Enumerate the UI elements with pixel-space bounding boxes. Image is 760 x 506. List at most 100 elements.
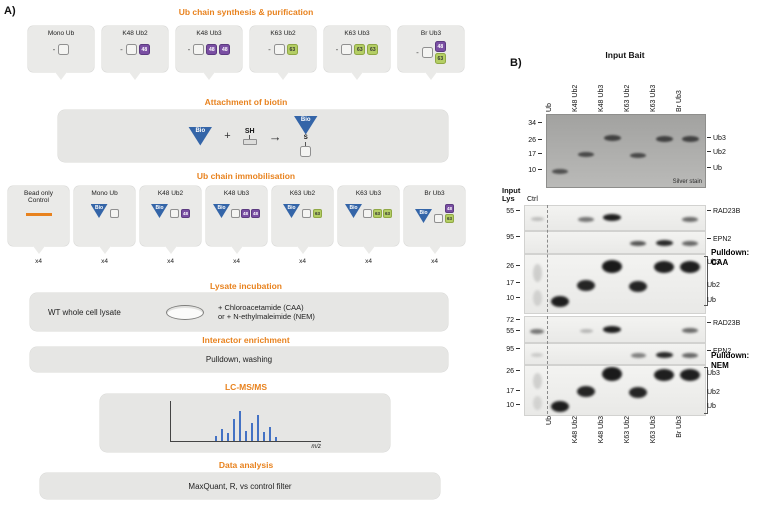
biotin-attachment-box: Bio + SH → Bio S <box>58 110 448 162</box>
mw-marker: 55 <box>490 207 520 216</box>
heading-immobilisation: Ub chain immobilisation <box>196 171 296 181</box>
chain-card-mono-ub: Mono Ub - <box>28 26 94 80</box>
blot-band <box>531 353 543 357</box>
pulldown-nem-label: Pulldown: NEM <box>711 351 750 370</box>
chain-dash: - <box>120 45 123 54</box>
lcms-box: m/z <box>100 394 390 452</box>
ub-unit-icon <box>302 209 311 218</box>
blot-right-label: Ub2 <box>707 282 720 289</box>
bond-line <box>249 134 251 139</box>
mw-marker: 55 <box>490 327 520 336</box>
replicate-count: x4 <box>233 258 240 265</box>
ub48-unit-icon: 48 <box>219 44 231 55</box>
ub48-unit-icon: 48 <box>181 209 190 218</box>
mw-marker: 95 <box>490 345 520 354</box>
enrichment-box: Pulldown, washing <box>30 347 448 372</box>
chain-card-label: K63 Ub2 <box>289 190 316 197</box>
heading-enrichment: Interactor enrichment <box>202 335 290 345</box>
blot-band <box>603 214 621 222</box>
ms-bars <box>177 401 315 441</box>
analysis-text: MaxQuant, R, vs control filter <box>188 481 292 491</box>
ms-bar <box>263 432 265 441</box>
blot-right-label: Ub2 <box>707 148 726 157</box>
ms-bar <box>233 419 235 441</box>
chain-dash: - <box>187 45 191 54</box>
lane-label-top: K63 Ub2 <box>624 84 631 112</box>
ms-bar <box>275 437 277 441</box>
biotin-icon: Bio <box>415 209 432 223</box>
blot-right-label: EPN2 <box>707 235 731 244</box>
heading-synthesis: Ub chain synthesis & purification <box>178 7 314 17</box>
ub48-unit-icon: 48 <box>138 44 150 55</box>
ms-bar <box>257 415 259 441</box>
lysate-incubation-box: WT whole cell lysate + Chloroacetamide (… <box>30 293 448 331</box>
ub48-unit-icon: 48 <box>251 209 260 218</box>
biotin-icon: Bio <box>90 204 108 218</box>
ub-unit-icon <box>341 44 353 55</box>
ub-unit-icon <box>193 44 205 55</box>
ms-bar <box>251 423 253 441</box>
ub63-unit-icon: 63 <box>286 44 298 55</box>
blot-right-label: RAD23B <box>707 319 740 328</box>
mw-marker: 26 <box>512 136 542 145</box>
dish-icon <box>166 304 204 320</box>
blot-band <box>654 368 674 381</box>
ctrl-lane-separator <box>547 316 548 414</box>
biotin-icon: Bio <box>188 126 213 146</box>
blot-band <box>655 240 673 247</box>
mz-axis-label: m/z <box>311 444 321 450</box>
ub63-unit-icon: 63 <box>373 209 382 218</box>
ub48-unit-icon: 48 <box>434 41 446 52</box>
additives: + Chloroacetamide (CAA) or + N-ethylmale… <box>218 303 315 322</box>
blot-band <box>551 296 569 308</box>
lysate-label: WT whole cell lysate <box>48 307 121 317</box>
ctrl-lane-label: Ctrl <box>527 196 538 203</box>
blot-band <box>682 352 698 358</box>
blot-right-label: Ub <box>707 164 722 173</box>
ub63-unit-icon: 63 <box>367 44 379 55</box>
ub-unit-icon <box>421 47 433 58</box>
ms-bar <box>269 427 271 441</box>
biotinylated-ub-icon: Bio S <box>293 115 318 157</box>
ub-bar-icon <box>242 138 257 145</box>
heading-lcms: LC-MS/MS <box>224 382 268 392</box>
plus-sign: + <box>224 130 231 142</box>
chain-card-label: Mono Ub <box>47 30 75 37</box>
immob-card-mono-ub: Mono Ub Bio <box>74 186 135 254</box>
ub-unit-icon <box>363 209 372 218</box>
ms-bar <box>221 429 223 441</box>
ub-unit-icon <box>125 44 137 55</box>
thiol-group-icon: SH <box>242 128 257 145</box>
heading-biotin: Attachment of biotin <box>204 97 288 107</box>
blot-band <box>682 216 698 222</box>
lane-label-bottom: K48 Ub2 <box>572 416 579 444</box>
ub48-unit-icon: 48 <box>241 209 250 218</box>
blot-band <box>654 261 674 273</box>
lane-label-top: K48 Ub2 <box>572 84 579 112</box>
chain-card-label: Mono Ub <box>91 190 118 197</box>
input-bait-title: Input Bait <box>605 50 645 60</box>
bond-line <box>305 141 307 146</box>
ub-unit-icon <box>273 44 285 55</box>
ub63-unit-icon: 63 <box>383 209 392 218</box>
blot-band <box>551 401 569 413</box>
blot-caa-ub <box>524 254 706 314</box>
blot-band <box>603 134 621 141</box>
ub-unit-icon <box>231 209 240 218</box>
blot-caa-epn2 <box>524 231 706 254</box>
chain-card-label: K48 Ub2 <box>122 30 148 37</box>
panel-b-label: B) <box>510 57 522 69</box>
panel-a-label: A) <box>4 5 16 17</box>
blot-band <box>530 328 544 334</box>
blot-band <box>630 241 646 246</box>
blot-band <box>578 216 594 222</box>
ub63-unit-icon: 63 <box>313 209 322 218</box>
lane-label-top: K48 Ub3 <box>598 84 605 112</box>
blot-band <box>655 135 673 142</box>
chain-card-label: Br Ub3 <box>420 30 442 37</box>
